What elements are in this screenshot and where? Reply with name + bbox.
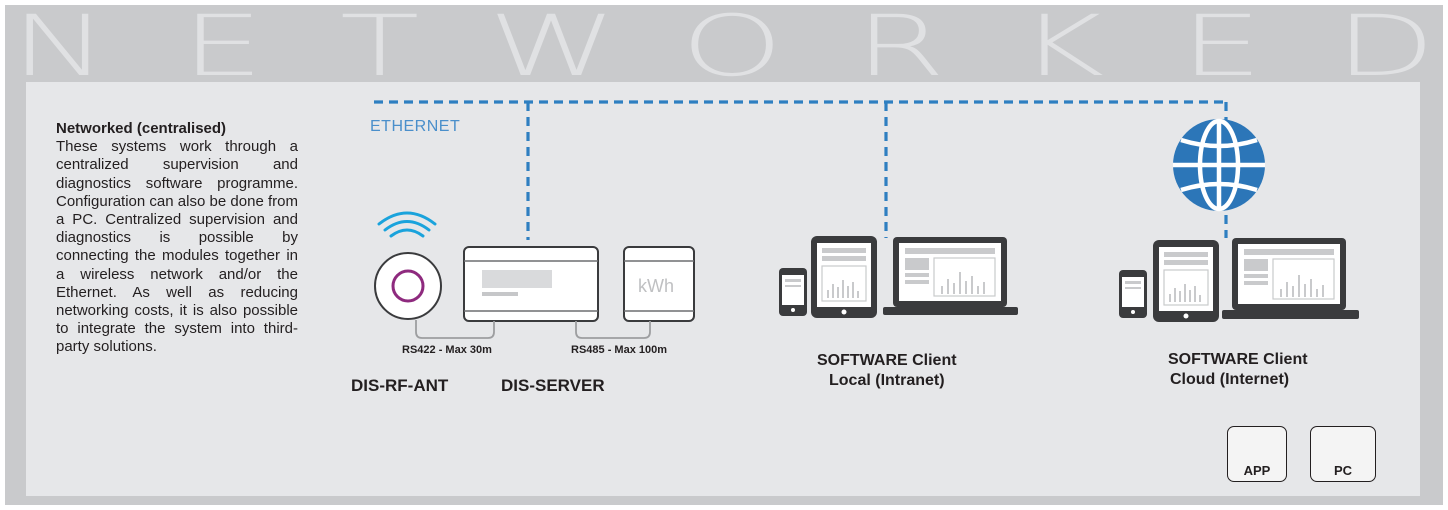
banner-letter: W	[488, 0, 617, 95]
description-title: Networked (centralised)	[56, 120, 227, 137]
banner-letter: R	[854, 0, 946, 95]
energy-meter	[623, 246, 695, 322]
meter-label: kWh	[638, 276, 674, 296]
cloud-client-devices	[1119, 238, 1359, 322]
networked-banner: N E T W O R K E D	[11, 0, 1436, 95]
banner-letter: N	[10, 0, 109, 95]
rs422-label: RS422 - Max 30m	[402, 344, 492, 356]
client-local-title: SOFTWARE Client	[817, 352, 957, 369]
pc-badge-label: PC	[1333, 463, 1353, 478]
description-body: These systems work through a centralized…	[56, 138, 298, 356]
rs485-label: RS485 - Max 100m	[571, 344, 667, 356]
server-device	[463, 246, 599, 322]
antenna-device	[374, 252, 442, 320]
banner-letter: D	[1335, 0, 1436, 95]
server-name: DIS-SERVER	[501, 376, 605, 395]
description: Networked (centralised) These systems wo…	[56, 120, 298, 357]
app-badge-label: APP	[1243, 463, 1271, 478]
client-cloud-title: SOFTWARE Client	[1168, 351, 1308, 368]
banner-letter: E	[181, 0, 264, 95]
banner-letter: E	[1180, 0, 1263, 95]
client-cloud-subtitle: Cloud (Internet)	[1170, 371, 1290, 388]
wifi-icon	[377, 211, 437, 238]
banner-letter: K	[1019, 0, 1105, 95]
local-client-devices	[779, 236, 1018, 318]
cables	[415, 320, 651, 339]
banner-letter: T	[340, 0, 420, 95]
ethernet-lines	[374, 100, 1228, 240]
globe-icon	[1173, 118, 1265, 212]
antenna-name: DIS-RF-ANT	[351, 376, 449, 395]
pc-badge: PC	[1310, 426, 1376, 482]
app-badge: APP	[1227, 426, 1287, 482]
ethernet-label: ETHERNET	[370, 118, 461, 135]
client-local-subtitle: Local (Intranet)	[829, 372, 945, 389]
banner-letter: O	[681, 0, 784, 95]
